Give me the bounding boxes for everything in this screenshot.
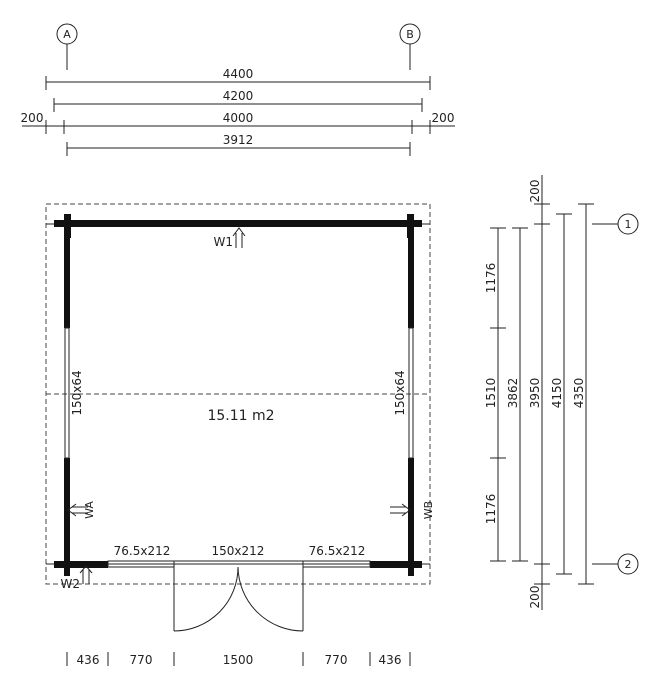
dim-inner-depth: 3950 (528, 378, 542, 409)
grid-axis-2-label: 2 (625, 558, 632, 571)
dim-chain-1: 436 (77, 653, 100, 667)
window-left (64, 327, 70, 459)
wall-right-upper (408, 220, 414, 328)
window-left-label: 150x64 (70, 370, 84, 415)
dim-outer-depth: 4150 (550, 378, 564, 409)
wall-bottom-left (54, 561, 108, 568)
dim-overall-depth: 4350 (572, 378, 586, 409)
grid-axis-b-label: B (406, 28, 414, 41)
wall-left-lower (64, 458, 70, 576)
window-right-label: 150x64 (393, 370, 407, 415)
dim-clear-depth: 3862 (506, 378, 520, 409)
door-label: 150x212 (212, 544, 265, 558)
dim-chain-5: 436 (379, 653, 402, 667)
wall-tag-w2-arrow-icon (79, 565, 93, 584)
dim-overhang-top: 200 (528, 180, 542, 203)
wall-bottom-right (370, 561, 422, 568)
window-bottom-right (302, 560, 371, 568)
grid-axis-2: 2 (592, 553, 639, 575)
dim-chain-2: 770 (130, 653, 153, 667)
bottom-dimension-chain (66, 652, 411, 666)
wall-tag-w2-label: W2 (61, 577, 81, 591)
wall-tag-wb: WB (390, 501, 435, 519)
dim-overhang-left: 200 (21, 111, 44, 125)
dim-segment-middle: 1510 (484, 378, 498, 409)
grid-axis-1-label: 1 (625, 218, 632, 231)
dim-chain-3: 1500 (223, 653, 254, 667)
wall-tag-wa-label: WA (83, 501, 96, 519)
wall-tag-wb-label: WB (422, 501, 435, 519)
dim-overhang-right: 200 (432, 111, 455, 125)
dim-clear-width: 3912 (223, 133, 254, 147)
side-windows (64, 327, 414, 459)
double-door (173, 566, 304, 632)
grid-axis-a: A (56, 23, 78, 70)
wall-tag-wb-arrow-icon (390, 503, 411, 517)
top-dimension-lines (22, 76, 455, 156)
dim-outer-width: 4200 (223, 89, 254, 103)
dim-segment-top: 1176 (484, 263, 498, 294)
window-bottom-left-label: 76.5x212 (114, 544, 171, 558)
bottom-openings (107, 560, 371, 568)
grid-axis-a-label: A (63, 28, 71, 41)
right-dimension-lines (490, 175, 594, 610)
wall-tag-w1-label: W1 (214, 235, 234, 249)
room-area-label: 15.11 m2 (207, 408, 274, 424)
dim-inner-width: 4000 (223, 111, 254, 125)
dim-overhang-bottom: 200 (528, 586, 542, 609)
window-bottom-right-label: 76.5x212 (309, 544, 366, 558)
wall-right-lower (408, 458, 414, 576)
dim-overall-width: 4400 (223, 67, 254, 81)
grid-axis-b: B (399, 23, 421, 70)
dim-segment-bottom: 1176 (484, 494, 498, 525)
wall-tag-wa: WA (67, 501, 96, 519)
door-swing-right (237, 566, 304, 632)
wall-top (54, 220, 422, 227)
window-right (408, 327, 414, 459)
dim-chain-4: 770 (325, 653, 348, 667)
wall-tag-w1: W1 (214, 227, 246, 249)
wall-left-upper (64, 220, 70, 328)
grid-axis-1: 1 (592, 213, 639, 235)
door-swing-left (173, 566, 239, 632)
wall-tag-wa-arrow-icon (67, 503, 88, 517)
walls (54, 214, 422, 576)
wall-tag-w2: W2 (61, 565, 93, 591)
window-bottom-left (107, 560, 175, 568)
wall-tag-w1-arrow-icon (232, 227, 246, 248)
